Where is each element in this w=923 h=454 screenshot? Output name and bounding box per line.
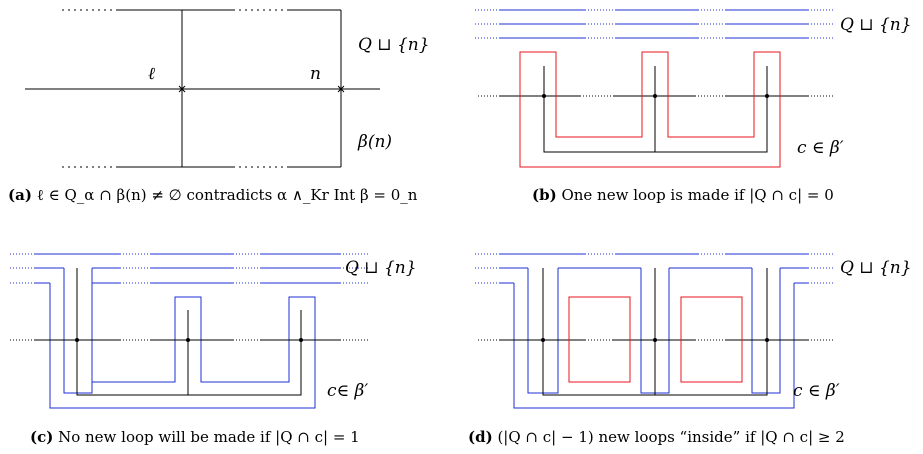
caption-b: (b) One new loop is made if |Q ∩ c| = 0	[532, 186, 834, 204]
caption-c-text: No new loop will be made if |Q ∩ c| = 1	[53, 428, 360, 446]
panel-b-label-q: Q ⊔ {n}	[840, 15, 912, 35]
panel-a-label-n: n	[310, 64, 321, 84]
caption-a-tag: (a)	[8, 186, 32, 204]
panel-d-diagram	[475, 253, 835, 409]
caption-a-text: ℓ ∈ Q_α ∩ β(n) ≠ ∅ contradicts α ∧_Kr In…	[31, 186, 418, 204]
panel-b-black-structure	[478, 66, 835, 153]
panel-d-red-loops	[568, 296, 743, 383]
panel-c-blue-lines	[10, 253, 368, 409]
panel-d-inner-loop-1	[568, 296, 631, 383]
caption-d: (d) (|Q ∩ c| − 1) new loops “inside” if …	[468, 428, 845, 446]
panel-d-label-q: Q ⊔ {n}	[840, 258, 912, 278]
caption-b-text: One new loop is made if |Q ∩ c| = 0	[556, 186, 834, 204]
panel-a-label-q: Q ⊔ {n}	[358, 35, 430, 55]
caption-d-tag: (d)	[468, 428, 493, 446]
panel-a-diagram	[25, 9, 380, 168]
panel-c-black-structure	[10, 268, 368, 396]
caption-d-text: (|Q ∩ c| − 1) new loops “inside” if |Q ∩…	[492, 428, 845, 446]
panel-d-inner-loop-2	[680, 296, 743, 383]
panel-a-label-l: ℓ	[148, 64, 155, 84]
panel-b-label-c: c ∈ β′	[797, 138, 844, 158]
caption-a: (a) ℓ ∈ Q_α ∩ β(n) ≠ ∅ contradicts α ∧_K…	[8, 186, 417, 205]
panel-c-label-q: Q ⊔ {n}	[345, 258, 417, 278]
panel-c-diagram	[10, 253, 368, 409]
panel-c-label-c: c∈ β′	[327, 381, 368, 401]
panel-b-new-loop	[519, 51, 781, 168]
caption-b-tag: (b)	[532, 186, 557, 204]
panel-d-black-structure	[478, 268, 835, 396]
panel-d-label-c: c ∈ β′	[793, 381, 840, 401]
caption-c-tag: (c)	[30, 428, 54, 446]
panel-a-label-beta: β(n)	[357, 132, 392, 152]
panel-b-blue-lines	[475, 9, 835, 39]
panel-d-blue-lines	[475, 253, 835, 409]
caption-c: (c) No new loop will be made if |Q ∩ c| …	[30, 428, 360, 446]
cross-mark-l	[178, 85, 186, 93]
cross-mark-n	[337, 85, 345, 93]
panel-b-diagram	[475, 9, 835, 168]
